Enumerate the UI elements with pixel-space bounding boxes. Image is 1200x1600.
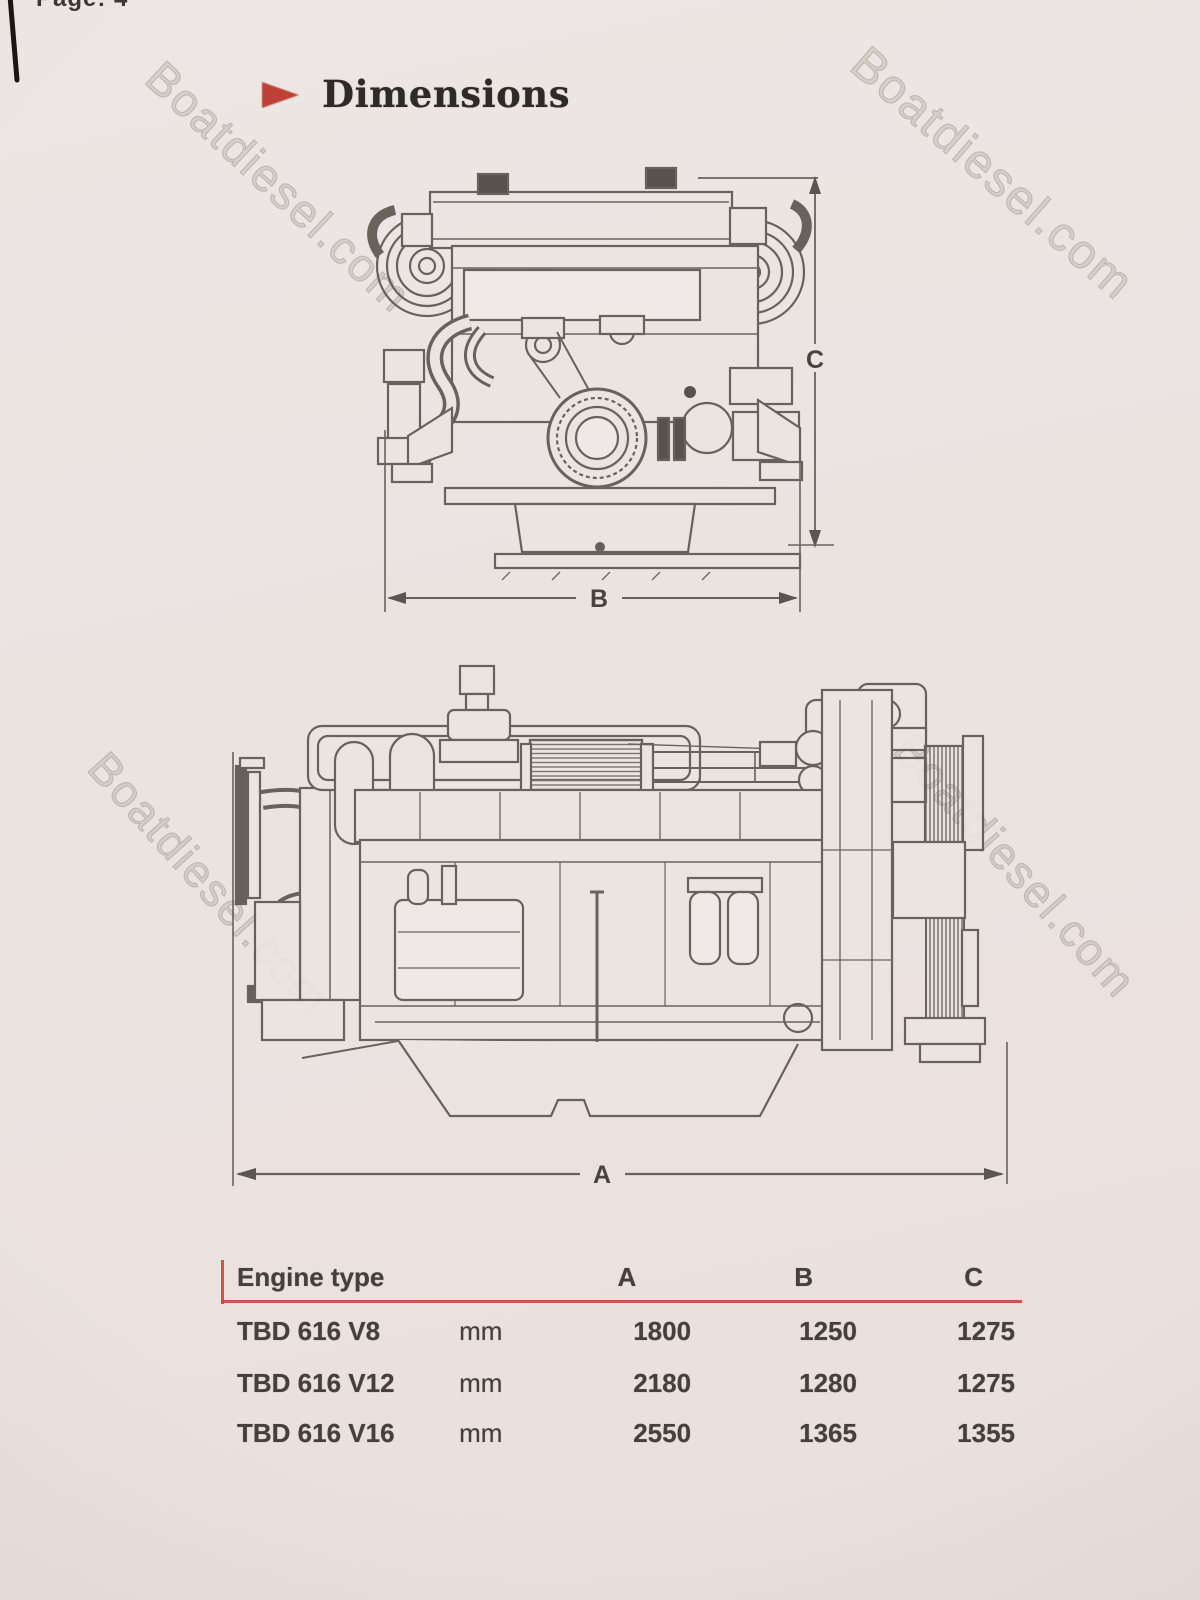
col-header-engine-type: Engine type	[237, 1262, 385, 1292]
dim-b-cell: 1250	[799, 1316, 857, 1346]
engine-type-cell: TBD 616 V12	[237, 1368, 395, 1398]
table-header-row: Engine type A B C	[221, 1262, 1021, 1293]
unit-cell: mm	[459, 1368, 503, 1398]
col-header-a: A	[617, 1262, 637, 1292]
page-title: Dimensions	[322, 72, 571, 116]
table-row: TBD 616 V12 mm 2180 1280 1275	[221, 1368, 1021, 1399]
dim-a-cell: 2180	[633, 1368, 692, 1398]
front-view-drawing	[367, 166, 834, 612]
table-header-rule	[221, 1300, 1022, 1303]
unit-cell: mm	[459, 1418, 503, 1448]
table-row: TBD 616 V8 mm 1800 1250 1275	[221, 1316, 1021, 1347]
dimensions-arrow-icon	[262, 82, 299, 108]
dim-b-cell: 1365	[799, 1418, 857, 1448]
unit-cell: mm	[459, 1316, 503, 1346]
table-accent-bar	[221, 1260, 224, 1304]
dimension-label-c: C	[806, 346, 824, 374]
dim-c-cell: 1275	[957, 1316, 1015, 1346]
engine-type-cell: TBD 616 V8	[237, 1316, 381, 1346]
dim-a-cell: 2550	[633, 1418, 692, 1448]
table-row: TBD 616 V16 mm 2550 1365 1355	[221, 1418, 1021, 1449]
dimension-label-b: B	[590, 585, 608, 613]
engine-type-cell: TBD 616 V16	[237, 1418, 395, 1448]
dim-c-cell: 1355	[957, 1418, 1015, 1448]
scan-edge-artifact	[7, 0, 20, 83]
dim-b-cell: 1280	[799, 1368, 857, 1398]
dim-c-cell: 1275	[957, 1368, 1015, 1398]
dimension-label-a: A	[593, 1161, 611, 1189]
col-header-b: B	[794, 1262, 814, 1292]
dim-a-cell: 1800	[633, 1316, 692, 1346]
col-header-c: C	[964, 1262, 983, 1292]
page-corner-text: Page: 4	[36, 0, 128, 13]
side-view-drawing	[232, 664, 1008, 1186]
